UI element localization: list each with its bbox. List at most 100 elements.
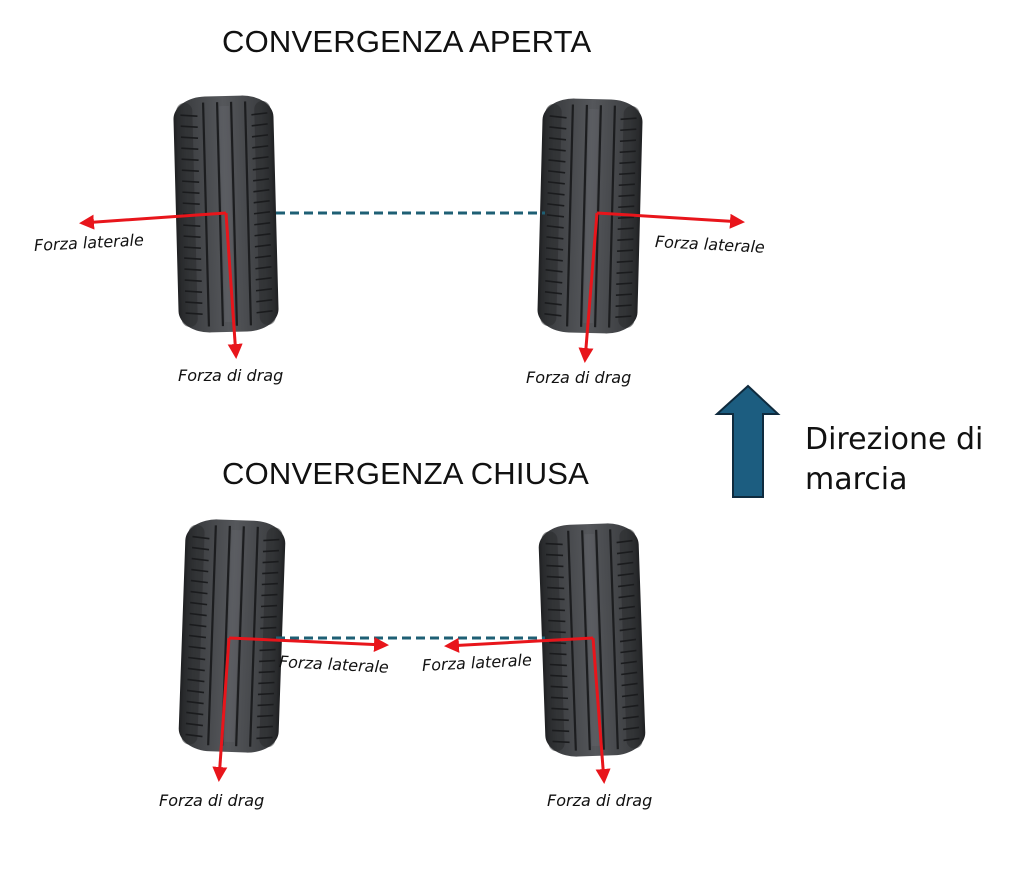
tire-sipe xyxy=(181,147,199,151)
tire-sipe xyxy=(617,561,634,566)
tire-sipe xyxy=(619,161,636,165)
tire-sipe xyxy=(550,696,569,700)
tire-sipe xyxy=(253,211,271,215)
tire-sipe xyxy=(616,271,633,275)
lateral-force-arrow-closed-left xyxy=(228,636,389,652)
tire-sipe xyxy=(191,557,209,562)
tire-sipe xyxy=(191,546,210,551)
tire-sipe xyxy=(548,630,566,634)
tire-sipe xyxy=(184,268,202,271)
tire-sipe xyxy=(618,205,635,209)
tire-groove xyxy=(229,101,239,326)
tire-groove xyxy=(579,104,589,327)
tire-sipe xyxy=(550,674,568,678)
tire-sipe xyxy=(259,659,276,663)
tire-sipe xyxy=(262,560,279,564)
tire-sipe xyxy=(183,224,201,227)
tire-sipe xyxy=(549,663,567,667)
tire-sipe xyxy=(548,148,566,152)
tire-sipe xyxy=(181,169,199,172)
tire-sipe xyxy=(620,117,637,121)
tire-sipe xyxy=(619,638,637,643)
tire-sipe xyxy=(189,623,207,628)
tire-sipe xyxy=(255,266,272,270)
drag-force-arrow-closed-left xyxy=(212,637,231,782)
tire-sipe xyxy=(618,605,635,610)
tire-sipe xyxy=(547,203,565,207)
tire-sipe xyxy=(547,192,565,196)
tire-sipe xyxy=(252,167,269,171)
tire-groove xyxy=(609,529,619,750)
tire-sipe xyxy=(256,736,273,740)
tire-sipe xyxy=(619,616,636,621)
tire-sipe xyxy=(545,280,563,284)
tire-sipe xyxy=(545,542,563,546)
tire-sipe xyxy=(547,597,565,601)
tire-open-right xyxy=(537,98,643,334)
direction-label-line2: marcia xyxy=(805,462,908,497)
tire-sipe xyxy=(622,715,639,720)
tire-sipe xyxy=(545,269,563,273)
tire-sipe xyxy=(253,189,270,193)
tire-sipe xyxy=(261,593,278,597)
tire-sipe xyxy=(258,681,275,685)
tire-sipe xyxy=(547,181,565,185)
tire-sipe xyxy=(552,740,570,744)
tire-sipe xyxy=(180,136,199,140)
tire-sipe xyxy=(547,586,565,590)
tire-sipe xyxy=(551,707,569,711)
tire-sipe xyxy=(617,216,635,220)
tire-sipe xyxy=(619,172,636,176)
tire-sipe xyxy=(254,233,271,237)
tire-shoulder-left xyxy=(181,524,205,745)
tire-sipe xyxy=(545,258,563,262)
tire-sipe xyxy=(261,582,278,586)
tire-sipe xyxy=(620,649,637,654)
tire-sipe xyxy=(257,703,274,707)
tire-highlight xyxy=(583,108,599,324)
drag-force-label-open-right: Forza di drag xyxy=(526,368,632,387)
section-title-closed: CONVERGENZA CHIUSA xyxy=(222,456,590,491)
tire-sipe xyxy=(621,682,638,687)
tire-sipe xyxy=(253,178,270,182)
tire-closed-left xyxy=(178,519,286,753)
drag-force-arrow-open-left xyxy=(224,212,243,359)
tire-sipe xyxy=(616,282,633,286)
tire-sipe xyxy=(617,227,634,231)
tire-sipe xyxy=(549,126,567,130)
tire-sipe xyxy=(619,139,637,143)
tire-sipe xyxy=(187,678,205,683)
tire-sipe xyxy=(186,700,204,705)
tire-sipe xyxy=(620,660,637,665)
tire-sipe xyxy=(544,302,562,306)
tire-sipe xyxy=(617,249,634,253)
tire-sipe xyxy=(546,225,564,229)
tire-groove xyxy=(249,526,259,747)
tire-sipe xyxy=(186,689,205,694)
tire-sipe xyxy=(623,726,640,731)
tire-sipe xyxy=(546,247,564,251)
tire-groove xyxy=(607,105,616,328)
tire-sipe xyxy=(190,601,208,606)
tire-sipe xyxy=(183,235,201,238)
tire-groove xyxy=(207,525,217,746)
tire-sipe xyxy=(618,183,635,187)
tire-sipe xyxy=(615,293,633,297)
tire-sipe xyxy=(185,301,203,304)
tire-body xyxy=(537,98,643,334)
tire-sipe xyxy=(262,571,279,575)
tire-sipe xyxy=(254,222,271,226)
tire-highlight xyxy=(224,529,242,743)
section-title-open: CONVERGENZA APERTA xyxy=(222,24,592,59)
tire-sipe xyxy=(182,191,200,194)
lateral-force-arrow-closed-right xyxy=(444,636,594,653)
tire-sipe xyxy=(181,158,199,161)
tire-sipe xyxy=(617,238,634,242)
tire-sipe xyxy=(254,244,271,248)
tire-sipe xyxy=(251,134,269,138)
tire-sipe xyxy=(252,156,269,160)
drag-force-label-closed-left: Forza di drag xyxy=(159,791,265,810)
lateral-force-arrow-open-right xyxy=(596,211,745,229)
tire-sipe xyxy=(257,692,275,696)
